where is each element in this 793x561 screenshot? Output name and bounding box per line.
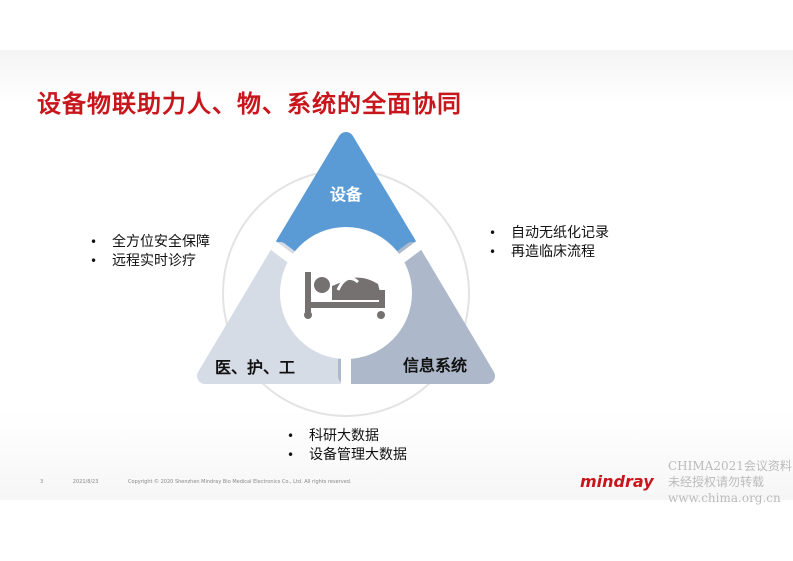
list-item: 远程实时诊疗 bbox=[90, 252, 210, 271]
footer: 3 2021/8/23 Copyright © 2020 Shenzhen Mi… bbox=[40, 479, 380, 485]
watermark-line: CHIMA2021会议资料 bbox=[668, 459, 792, 473]
copyright: Copyright © 2020 Shenzhen Mindray Bio Me… bbox=[128, 479, 352, 485]
bullet-list-bottom: 科研大数据 设备管理大数据 bbox=[287, 427, 407, 465]
segment-left-label: 医、护、工 bbox=[215, 358, 295, 377]
bullet-list-right: 自动无纸化记录 再造临床流程 bbox=[489, 224, 609, 262]
mindray-logo: mindray bbox=[580, 472, 654, 491]
bullet-list-left: 全方位安全保障 远程实时诊疗 bbox=[90, 233, 210, 271]
list-item: 再造临床流程 bbox=[489, 243, 609, 262]
footer-date: 2021/8/23 bbox=[72, 479, 99, 485]
page-number: 3 bbox=[40, 479, 44, 485]
page-title: 设备物联助力人、物、系统的全面协同 bbox=[37, 90, 462, 118]
watermark-line: www.chima.org.cn bbox=[668, 491, 781, 505]
list-item: 设备管理大数据 bbox=[287, 446, 407, 465]
segment-top-label: 设备 bbox=[330, 185, 363, 204]
list-item: 科研大数据 bbox=[287, 427, 407, 446]
list-item: 自动无纸化记录 bbox=[489, 224, 609, 243]
list-item: 全方位安全保障 bbox=[90, 233, 210, 252]
segment-right-label: 信息系统 bbox=[403, 356, 467, 375]
patient-bed-icon bbox=[304, 272, 385, 319]
watermark-line: 未经授权请勿转载 bbox=[668, 475, 765, 489]
watermark: CHIMA2021会议资料 未经授权请勿转载 www.chima.org.cn bbox=[668, 458, 792, 506]
